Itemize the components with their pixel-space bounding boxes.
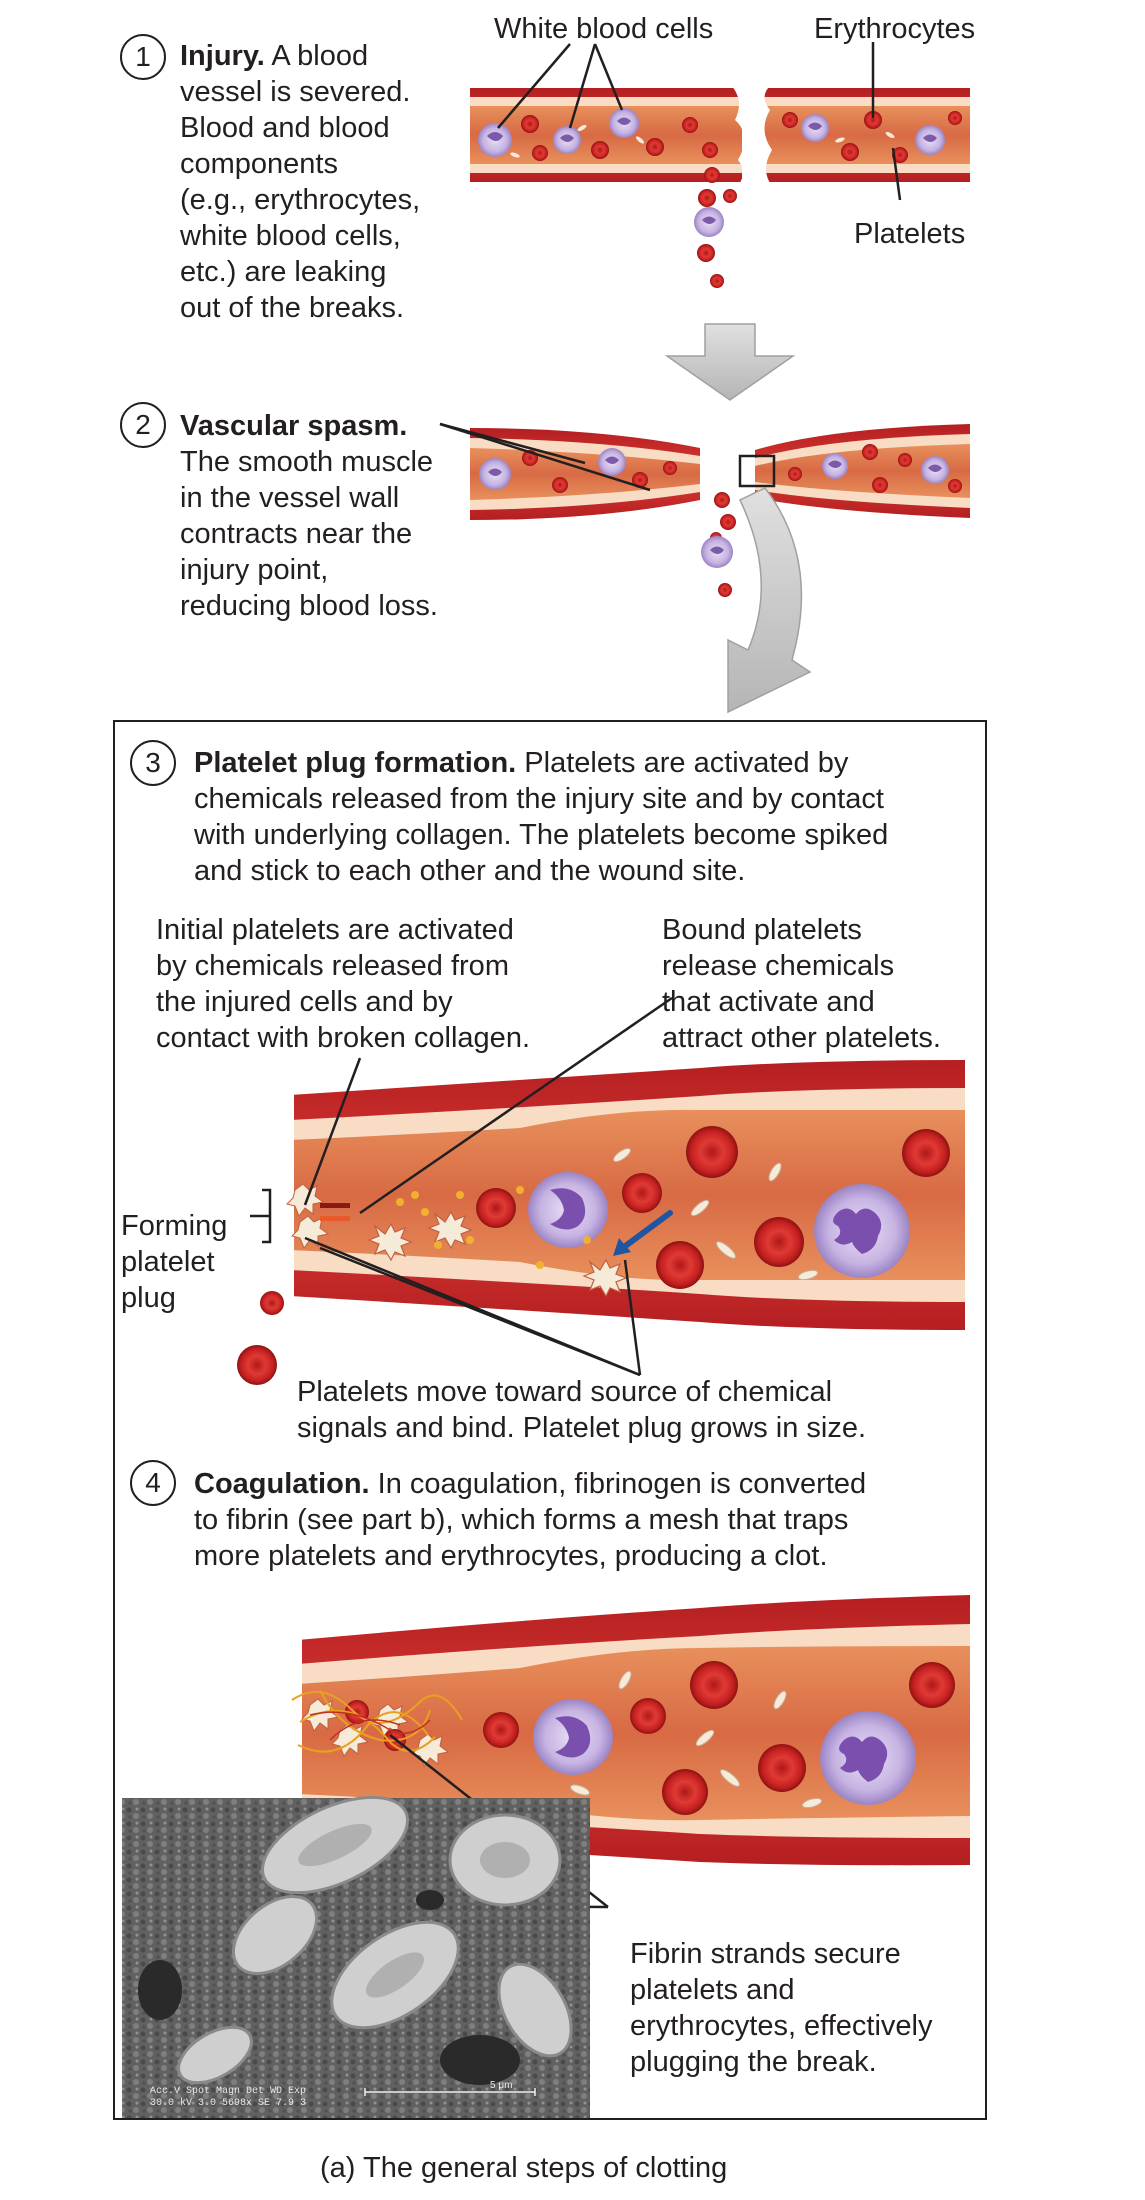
label-fibrin-strands: Fibrin strands secure platelets and eryt… — [630, 1938, 933, 2078]
step-number-4: 4 — [130, 1460, 176, 1506]
step-3-title: Platelet plug formation. — [194, 747, 517, 779]
label-forming-plug: Forming platelet plug — [121, 1210, 228, 1314]
label-erythrocytes: Erythrocytes — [814, 13, 976, 45]
label-initial-platelets: Initial platelets are activated by chemi… — [156, 914, 530, 1054]
coagulation-vessel — [291, 1595, 970, 1909]
label-platelets-move: Platelets move toward source of chemical… — [297, 1376, 867, 1444]
sem-micrograph: 5 μm — [122, 1795, 590, 2118]
step-number-2: 2 — [120, 402, 166, 448]
sem-scale-bar: 5 μm — [490, 2080, 512, 2091]
step-number-1: 1 — [120, 34, 166, 80]
platelet-plug-vessel — [237, 996, 965, 1385]
down-arrow-icon — [664, 323, 796, 401]
label-bound-platelets: Bound platelets release chemicals that a… — [662, 914, 941, 1054]
step-2-text: Vascular spasm. The smooth muscle in the… — [180, 410, 438, 622]
label-white-blood-cells: White blood cells — [494, 13, 714, 45]
sem-overlay: Acc.V Spot Magn Det WD Exp 30.0 kV 3.0 5… — [122, 1798, 590, 2118]
figure-caption: (a) The general steps of clotting — [320, 2152, 728, 2184]
step-4-text: Coagulation. In coagulation, fibrinogen … — [194, 1468, 867, 1572]
sem-info: Acc.V Spot Magn Det WD Exp 30.0 kV 3.0 5… — [150, 2086, 307, 2109]
step-4-title: Coagulation. — [194, 1468, 370, 1500]
detail-panel — [113, 720, 987, 2120]
step-number-3: 3 — [130, 740, 176, 786]
step-1-text: Injury. A blood vessel is severed. Blood… — [180, 40, 421, 324]
step-3-text: Platelet plug formation. Platelets are a… — [194, 747, 889, 887]
label-platelets: Platelets — [854, 218, 966, 250]
injury-vessel — [470, 42, 970, 288]
step-1-title: Injury. — [180, 40, 265, 72]
step-2-title: Vascular spasm. — [180, 410, 408, 442]
zoom-arrow-icon — [727, 487, 812, 714]
spasm-vessel — [439, 422, 970, 597]
